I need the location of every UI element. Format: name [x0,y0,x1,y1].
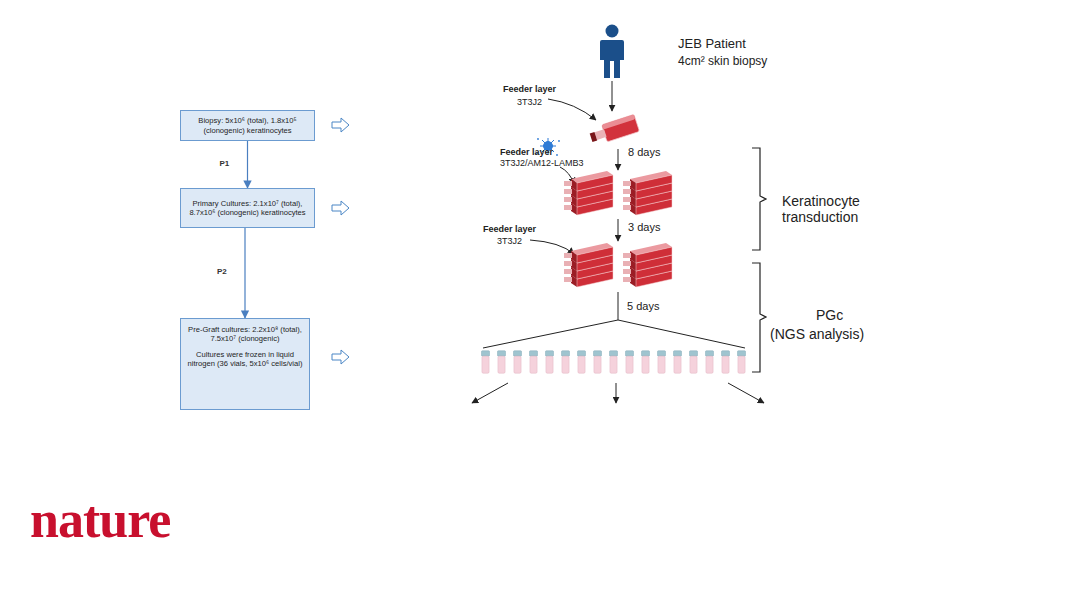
flow-arrow [728,383,764,403]
annotation-label: Feeder layer [483,224,536,234]
flow-arrow [616,383,617,403]
process-box: Primary Cultures: 2.1x10⁷ (total), 8.7x1… [180,188,315,228]
patient-body [600,40,624,78]
box-text: Cultures were frozen in liquid nitrogen … [185,350,305,368]
vial-row [481,351,745,374]
flow-connector [244,228,245,318]
flow-arrow [618,219,619,241]
bracket [752,263,766,372]
process-box: Pre-Graft cultures: 2.2x10⁸ (total), 7.5… [180,318,310,410]
journal-logo: nature [30,490,170,550]
annotation-label: 8 days [628,146,660,159]
box-text: Primary Cultures: 2.1x10⁷ (total), 8.7x1… [185,199,310,217]
passage-label: P1 [220,159,230,168]
flow-arrow [612,81,613,111]
process-box: Biopsy: 5x10⁶ (total), 1.8x10⁵ (clonogen… [180,110,315,141]
flask-stack [623,171,672,215]
annotation-label: 3 days [628,221,660,234]
flask-stack [564,243,613,287]
split-lines [483,292,745,348]
flow-arrow [472,383,508,403]
hollow-arrow [332,118,349,132]
patient-head [606,25,619,38]
annotation-label: 3T3J2 [497,236,522,246]
annotation-label: 4cm² skin biopsy [678,55,767,69]
passage-label: P2 [217,267,227,276]
annotation-label: Keratinocyte transduction [782,193,882,225]
culture-flask [588,114,639,146]
flow-arrow [618,149,619,170]
feeder-arrow [530,240,574,254]
flow-connector [247,141,248,188]
box-text: Biopsy: 5x10⁶ (total), 1.8x10⁵ (clonogen… [185,116,310,134]
box-text: Pre-Graft cultures: 2.2x10⁸ (total), 7.5… [185,325,305,343]
flask-stack [623,243,672,287]
bracket [752,148,766,250]
annotation-label: Feeder layer [503,84,556,94]
annotation-label: Feeder layer [500,147,553,157]
hollow-arrow [332,201,349,215]
annotation-label: 3T3J2/AM12-LAMB3 [500,158,584,168]
flask-stack [564,171,613,215]
hollow-arrow [332,350,349,364]
annotation-label: 5 days [627,300,659,313]
annotation-label: PGc [816,307,843,323]
feeder-arrow [548,99,596,120]
annotation-label: (NGS analysis) [770,326,864,342]
annotation-label: 3T3J2 [517,97,542,107]
annotation-label: JEB Patient [678,37,746,52]
